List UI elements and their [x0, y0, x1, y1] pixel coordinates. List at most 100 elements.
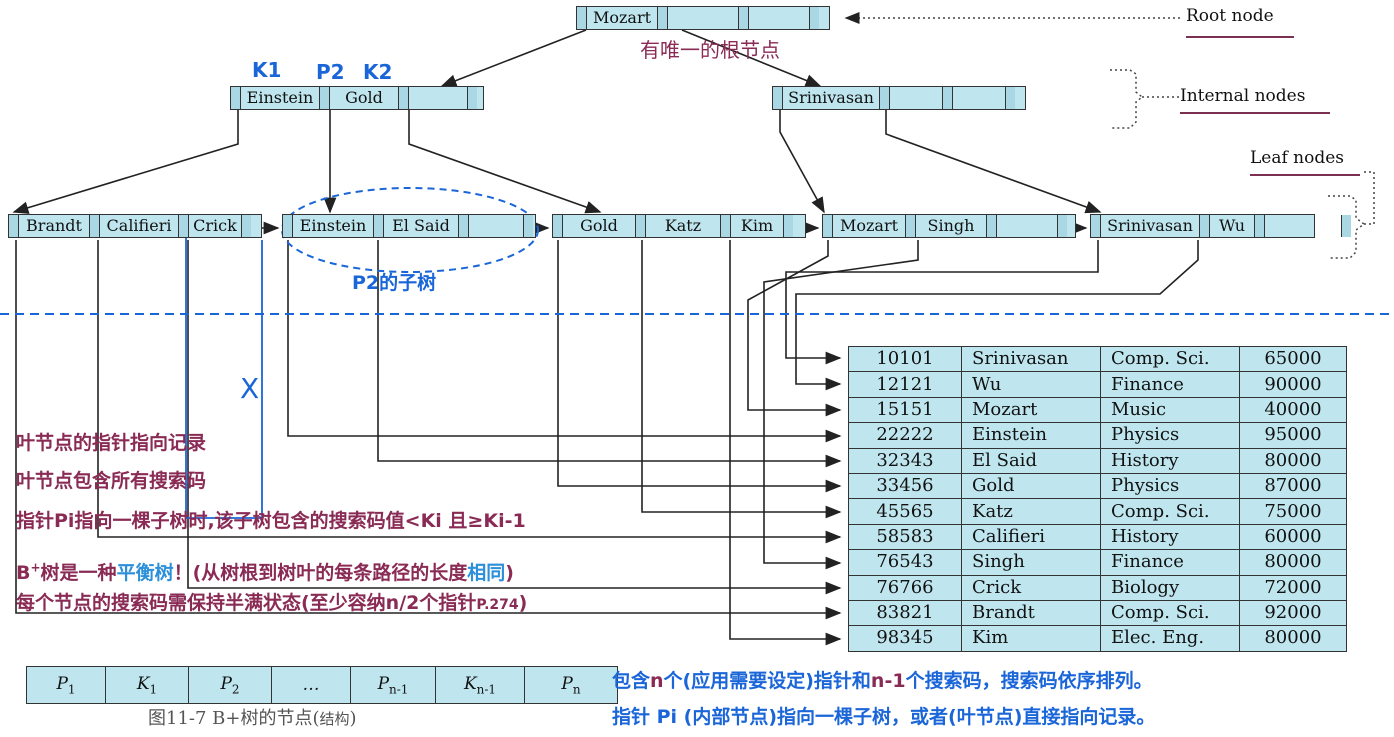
- node-key: [749, 7, 810, 29]
- node-pointer: [320, 87, 330, 109]
- edge-int-right-p1: [779, 110, 825, 214]
- structure-caption: 图11-7 B+树的节点(结构): [148, 704, 357, 730]
- node-pointer: [987, 215, 997, 237]
- node-key: El Said: [384, 215, 459, 237]
- edge-int-right-p2: [885, 110, 1102, 214]
- node-pointer: [721, 215, 731, 237]
- node-pointer: [553, 215, 563, 237]
- note-path: ！(从树根到树叶的每条路径的长度: [173, 562, 468, 584]
- node-key: Crick: [189, 215, 242, 237]
- record-salary: 87000: [1239, 472, 1347, 500]
- record-dept: Physics: [1100, 422, 1240, 449]
- note-page-ref: P.274: [476, 597, 519, 613]
- structure-cell: Pn-1: [350, 666, 436, 704]
- record-id: 10101: [848, 345, 962, 373]
- bn-pointers: 个(应用需要设定)指针和: [663, 670, 871, 692]
- k1-label: K1: [252, 58, 282, 82]
- edge-int-left-p3: [408, 110, 602, 214]
- node-key: Mozart: [587, 7, 658, 29]
- internal-node-right: Srinivasan: [772, 86, 1026, 110]
- record-dept: Finance: [1100, 549, 1240, 576]
- structure-cell: Pn: [524, 666, 618, 704]
- record-name: Singh: [961, 549, 1101, 576]
- note-leaf-keys: 叶节点包含所有搜索码: [16, 470, 207, 492]
- node-pointer: [943, 87, 953, 109]
- ptr-srinivasan: [785, 240, 1099, 365]
- record-salary: 95000: [1239, 422, 1347, 449]
- bn-keys: 个搜索码，搜索码依序排列。: [905, 670, 1153, 692]
- bn-n: n: [650, 670, 664, 692]
- bn-n1: n-1: [870, 670, 906, 692]
- note-plus: +: [30, 560, 41, 575]
- record-id: 58583: [848, 523, 962, 551]
- node-key: [668, 7, 739, 29]
- node-pointer: [773, 87, 783, 109]
- node-pointer: [524, 215, 533, 237]
- structure-subscript: n-1: [389, 682, 409, 697]
- record-dept: Comp. Sci.: [1100, 498, 1240, 525]
- structure-cell: Kn-1: [435, 666, 525, 704]
- record-dept: Music: [1100, 396, 1240, 424]
- node-pointer: [1058, 215, 1067, 237]
- node-pointer: [283, 215, 293, 237]
- node-pointer: [1091, 215, 1101, 237]
- record-name: Brandt: [961, 599, 1101, 627]
- structure-cell: …: [271, 666, 351, 704]
- node-pointer: [823, 215, 833, 237]
- note-balanced: 平衡树: [116, 562, 174, 584]
- node-key: [469, 215, 524, 237]
- record-name: El Said: [961, 447, 1101, 474]
- cross-mark: X: [240, 372, 260, 405]
- root-label-underline: [1186, 36, 1294, 38]
- internal-label-underline: [1180, 112, 1330, 114]
- record-id: 76543: [848, 549, 962, 576]
- node-pointer: [739, 7, 749, 29]
- record-salary: 92000: [1239, 599, 1347, 627]
- record-name: Katz: [961, 498, 1101, 525]
- node-pointer: [374, 215, 384, 237]
- record-salary: 80000: [1239, 447, 1347, 474]
- bottom-note-1: 包含n个(应用需要设定)指针和n-1个搜索码，搜索码依序排列。: [612, 666, 1153, 693]
- node-key: Kim: [731, 215, 784, 237]
- ptr-kim: [729, 240, 842, 646]
- internal-brace: [1110, 69, 1144, 129]
- note-subtree-range: 指针Pi指向一棵子树时,该子树包含的搜索码值<Ki 且≥Ki-1: [16, 510, 526, 532]
- record-id: 15151: [848, 396, 962, 424]
- node-key: Srinivasan: [783, 87, 880, 109]
- node-pointer: [1200, 215, 1210, 237]
- record-salary: 90000: [1239, 371, 1347, 398]
- ptr-elsaid: [377, 240, 842, 468]
- note-balanced-tree: B+树是一种平衡树！(从树根到树叶的每条路径的长度相同): [16, 558, 514, 585]
- blue-bracket: [185, 228, 263, 519]
- record-id: 32343: [848, 447, 962, 474]
- node-pointer: [880, 87, 890, 109]
- ptr-mozart: [747, 240, 842, 417]
- record-id: 33456: [848, 472, 962, 500]
- node-key: Wu: [1210, 215, 1255, 237]
- structure-symbol: P: [56, 673, 68, 694]
- leaf-label-underline: [1250, 174, 1360, 176]
- record-name: Mozart: [961, 396, 1101, 424]
- record-name: Gold: [961, 472, 1101, 500]
- note-half-full: 每个节点的搜索码需保持半满状态(至少容纳n/2个指针P.274): [16, 588, 527, 615]
- edge-root-right: [681, 29, 822, 87]
- node-pointer: [459, 215, 469, 237]
- structure-symbol: …: [302, 675, 320, 695]
- node-pointer: [468, 87, 477, 109]
- node-pointer: [577, 7, 587, 29]
- record-dept: Elec. Eng.: [1100, 625, 1240, 652]
